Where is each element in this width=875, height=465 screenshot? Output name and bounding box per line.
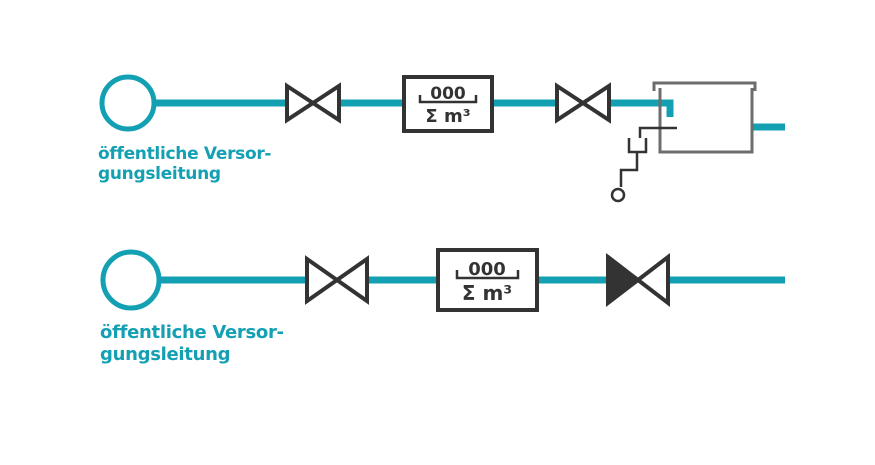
water-meter-icon: 000 Σ m³ bbox=[436, 248, 539, 312]
supply-line-label-1: öffentliche Versor- gungsleitung bbox=[98, 144, 272, 184]
pipe bbox=[610, 99, 674, 117]
connection-circle bbox=[99, 74, 157, 132]
diagram-2: 000 Σ m³ bbox=[100, 248, 785, 312]
label-line-2: gungsleitung bbox=[100, 344, 231, 365]
label-line-2: gungsleitung bbox=[98, 164, 221, 184]
label-line-1: öffentliche Versor- bbox=[98, 144, 272, 164]
supply-line-label-2: öffentliche Versor- gungsleitung bbox=[100, 322, 284, 366]
diagram-1: 000 Σ m³ bbox=[99, 74, 785, 203]
gate-valve-icon bbox=[555, 82, 611, 124]
connection-circle bbox=[100, 249, 162, 311]
meter-unit: Σ m³ bbox=[462, 281, 512, 305]
gate-valve-icon bbox=[305, 255, 369, 305]
meter-digits: 000 bbox=[430, 84, 466, 104]
water-meter-icon: 000 Σ m³ bbox=[402, 75, 494, 133]
float-valve-icon bbox=[610, 126, 677, 203]
label-line-1: öffentliche Versor- bbox=[100, 322, 284, 343]
break-tank-icon bbox=[652, 81, 757, 154]
meter-unit: Σ m³ bbox=[425, 106, 470, 127]
meter-digits: 000 bbox=[468, 259, 506, 280]
check-valve-icon bbox=[606, 252, 670, 308]
gate-valve-icon bbox=[285, 82, 341, 124]
